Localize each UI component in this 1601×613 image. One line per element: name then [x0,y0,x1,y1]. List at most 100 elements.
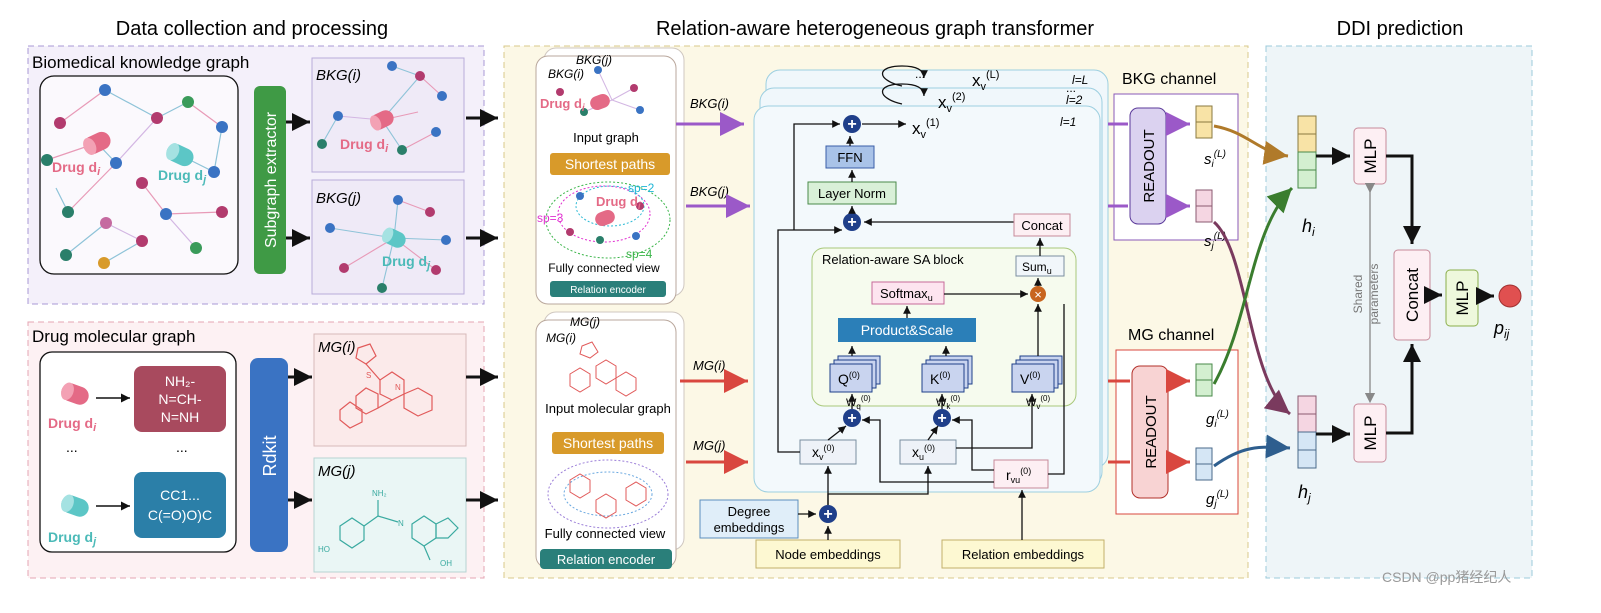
k-block [921,355,973,393]
q-label: Q(0) [838,370,860,387]
smiles-i-line1: NH₂- [165,373,196,389]
sa-block-label: Relation-aware SA block [822,252,964,267]
mg-dots-right: ... [176,439,188,455]
arrow-xv0-plusq [827,425,847,441]
degree-emb-line2: embeddings [714,520,785,535]
rdkit-block [250,358,288,552]
sp4-label: sp=4 [626,247,653,261]
arrow-label-mg-i: MG(i) [693,358,726,373]
mg-dots-left: ... [66,439,78,455]
xv-1-label: xv(1) [912,117,939,141]
g-j-label: gj(L) [1206,489,1229,510]
bkg-j-nodes [325,195,451,293]
plus-icon-input: + [823,506,832,523]
v-label: V(0) [1020,370,1040,387]
card-mg-j-label: MG(j) [570,315,600,329]
mg-title: Drug molecular graph [32,327,195,346]
add-node-q [843,409,861,427]
rvu0-block [993,459,1049,489]
arrow-xu0-plusk [927,425,939,441]
fully-connected-mg-label: Fully connected view [545,526,666,541]
bkg-drug-i-label: Drug di [52,159,101,178]
xv-2-label: xv(2) [938,91,965,115]
bkg-j-drug-label: Drug dj [382,253,431,272]
xv0-label: xv(0) [812,443,835,462]
smiles-j-line2: C(=O)O)C [148,507,212,523]
bkg-i-label: BKG(i) [316,67,361,84]
add-node-input [819,505,837,523]
multiply-icon: × [1034,287,1042,302]
bkg-main-graph [39,75,239,275]
mlp-final-label: MLP [1453,281,1472,316]
arrow-g-j-h-j [1213,434,1291,468]
mg-channel-title: MG channel [1128,327,1214,344]
k-label: K(0) [930,370,950,387]
h-j-vector [1297,395,1317,469]
degree-emb-line1: Degree [728,504,771,519]
card-mg-i-label: MG(i) [546,331,576,345]
arrow-xu0-v [956,394,1036,449]
output-node [1498,284,1522,308]
concat-block [1013,213,1071,237]
arrow-input-xu0 [827,466,932,505]
mg-j-atom-ho: HO [318,545,330,554]
layer-norm-label: Layer Norm [818,186,886,201]
mg-j-atom-n: N [398,519,404,528]
relation-embeddings-block [941,539,1105,569]
g-i-vector [1195,363,1213,397]
arrow-s-i-h-i [1213,124,1289,165]
right-section-title: DDI prediction [1337,18,1464,40]
mg-i-molecule [313,333,467,447]
subgraph-extractor-label: Subgraph extractor [263,111,280,248]
smiles-i-line3: N=NH [161,409,200,425]
bkg-title: Biomedical knowledge graph [32,53,249,72]
s-i-vector [1195,105,1213,139]
plus-icon-k: + [937,410,946,427]
layer-2-label: l=2 [1066,93,1083,107]
fully-connected-bkg-label: Fully connected view [548,261,660,275]
card-bkg-j-label: BKG(j) [576,53,612,67]
mg-i-atom-s: S [366,371,371,380]
smiles-i-box [134,366,226,432]
softmax-block [871,281,945,305]
mg-j-label: MG(j) [318,463,356,480]
mg-readout-label: READOUT [1143,395,1160,468]
shared-label-2: parameters [1367,264,1381,325]
drug-i-pill-icon [83,131,111,155]
relation-embeddings-label: Relation embeddings [962,547,1085,562]
bkg-i-drug-pill-icon [370,110,394,131]
arrow-rvu-v [1048,304,1065,475]
mg-i-structure [339,343,433,429]
mg-drug-i-label: Drug di [48,415,97,434]
layer-1-label: l=1 [1060,115,1076,129]
bkg-readout-block [1129,107,1167,225]
product-scale-label: Product&Scale [861,322,954,338]
fc-drug-label: Drug di [596,194,641,212]
loop-arrow-mid [882,83,928,105]
p-ij-label: pij [1493,318,1510,341]
s-j-label: sj(L) [1204,231,1226,252]
bkg-channel-title: BKG channel [1122,71,1216,88]
multiply-node [1030,286,1046,302]
bkg-i-drug-label: Drug di [340,136,389,155]
xu0-block [899,439,957,465]
mg-j-atom-nh2: NH₂ [372,489,387,498]
arrow-label-mg-j: MG(j) [693,438,726,453]
rdkit-label: Rdkit [260,435,280,476]
h-j-label: hj [1298,482,1311,505]
bkg-readout-label: READOUT [1141,129,1158,202]
smiles-j-box [134,472,226,538]
card-pill-icon [590,93,610,111]
relation-encoder-bkg [550,281,666,297]
xu0-label: xu(0) [912,443,935,462]
concat-final-label: Concat [1403,268,1422,322]
arrow-s-j-h-j [1212,220,1291,416]
card-mini-graph [556,66,644,116]
concat-label: Concat [1021,218,1063,233]
arrow-rvu-plusq [862,416,994,483]
degree-embeddings-block [699,499,799,539]
bkg-j-drug-pill-icon [382,227,406,248]
mg-i-label: MG(i) [318,339,356,356]
fully-connected-mg [547,459,669,529]
